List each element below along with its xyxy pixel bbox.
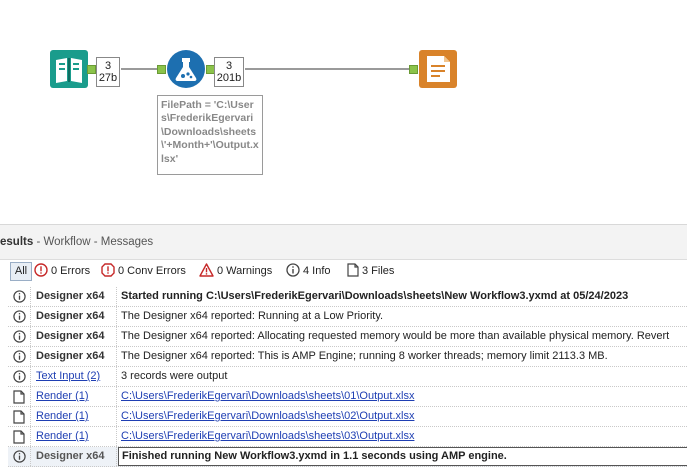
record-size: 27b: [98, 72, 118, 84]
filter-conv-errors-label: 0 Conv Errors: [118, 265, 186, 277]
filter-info-label: 4 Info: [303, 265, 331, 277]
message-tool-link[interactable]: Render (1): [31, 427, 117, 446]
file-icon: [13, 389, 25, 404]
flask-icon: [167, 50, 205, 88]
connection-line-2[interactable]: [245, 68, 409, 70]
table-row[interactable]: Render (1) C:\Users\FrederikEgervari\Dow…: [8, 407, 687, 427]
connection-line-1[interactable]: [121, 68, 157, 70]
filter-conv-errors-button[interactable]: 0 Conv Errors: [101, 263, 186, 280]
file-icon: [13, 409, 25, 424]
info-icon: [12, 290, 26, 303]
message-tool: Designer x64: [31, 327, 117, 346]
filter-files-button[interactable]: 3 Files: [347, 263, 394, 280]
table-row[interactable]: Designer x64 Finished running New Workfl…: [8, 447, 687, 467]
filter-all-button[interactable]: All: [10, 262, 32, 281]
input-anchor[interactable]: [157, 65, 166, 74]
table-row[interactable]: Text Input (2) 3 records were output: [8, 367, 687, 387]
results-title: esults - Workflow - Messages: [0, 236, 153, 248]
workflow-canvas[interactable]: 3 27b 3 201b FilePath = 'C:\Users\Freder…: [0, 0, 687, 224]
message-tool: Designer x64: [31, 347, 117, 366]
input-anchor[interactable]: [409, 65, 418, 74]
results-panel: esults - Workflow - Messages All 0 Error…: [0, 224, 687, 467]
messages-table: Designer x64 Started running C:\Users\Fr…: [8, 287, 687, 467]
record-size: 201b: [216, 72, 242, 84]
info-icon: [12, 310, 26, 323]
info-icon: [286, 263, 300, 277]
message-tool: Designer x64: [31, 307, 117, 326]
record-count-label-1: 3 27b: [96, 57, 120, 87]
filter-files-label: 3 Files: [362, 265, 395, 277]
table-row[interactable]: Designer x64 Started running C:\Users\Fr…: [8, 287, 687, 307]
results-title-prefix: esults: [0, 236, 34, 248]
message-tool: Designer x64: [31, 447, 117, 466]
filter-warnings-button[interactable]: 0 Warnings: [199, 263, 272, 280]
message-text: The Designer x64 reported: This is AMP E…: [121, 350, 608, 362]
table-row[interactable]: Render (1) C:\Users\FrederikEgervari\Dow…: [8, 387, 687, 407]
warning-icon: [199, 263, 214, 277]
table-row[interactable]: Designer x64 The Designer x64 reported: …: [8, 347, 687, 367]
file-icon: [13, 429, 25, 444]
text-input-tool[interactable]: [50, 50, 88, 88]
error-icon: [34, 263, 48, 277]
formula-annotation: FilePath = 'C:\Users\FrederikEgervari\Do…: [157, 95, 263, 175]
book-icon: [50, 50, 88, 88]
info-icon: [12, 450, 26, 463]
info-icon: [12, 350, 26, 363]
render-tool[interactable]: [419, 50, 457, 88]
message-text: 3 records were output: [121, 370, 228, 382]
table-row[interactable]: Designer x64 The Designer x64 reported: …: [8, 307, 687, 327]
record-count-label-2: 3 201b: [214, 57, 244, 87]
info-icon: [12, 330, 26, 343]
message-tool-link[interactable]: Text Input (2): [31, 367, 117, 386]
results-header: esults - Workflow - Messages: [0, 225, 687, 260]
message-text: Started running C:\Users\FrederikEgervar…: [121, 290, 629, 302]
filter-errors-label: 0 Errors: [51, 265, 91, 277]
output-anchor[interactable]: [87, 65, 96, 74]
filter-info-button[interactable]: 4 Info: [286, 263, 331, 280]
results-title-rest: - Workflow - Messages: [33, 236, 154, 248]
message-text: The Designer x64 reported: Allocating re…: [121, 330, 670, 342]
message-filter-bar: All 0 Errors 0 Conv Errors 0 Warnings: [0, 260, 687, 283]
output-file-link[interactable]: C:\Users\FrederikEgervari\Downloads\shee…: [121, 410, 415, 422]
message-text: The Designer x64 reported: Running at a …: [121, 310, 384, 322]
message-text: Finished running New Workflow3.yxmd in 1…: [118, 447, 687, 466]
message-tool-link[interactable]: Render (1): [31, 407, 117, 426]
filter-warnings-label: 0 Warnings: [217, 265, 273, 277]
info-icon: [12, 370, 26, 383]
conv-error-icon: [101, 263, 115, 277]
output-file-link[interactable]: C:\Users\FrederikEgervari\Downloads\shee…: [121, 430, 415, 442]
record-count: 3: [104, 60, 112, 72]
message-tool: Designer x64: [31, 287, 117, 306]
record-count: 3: [225, 60, 233, 72]
message-tool-link[interactable]: Render (1): [31, 387, 117, 406]
table-row[interactable]: Designer x64 The Designer x64 reported: …: [8, 327, 687, 347]
report-icon: [419, 50, 457, 88]
file-icon: [347, 263, 359, 277]
output-file-link[interactable]: C:\Users\FrederikEgervari\Downloads\shee…: [121, 390, 415, 402]
filter-errors-button[interactable]: 0 Errors: [34, 263, 90, 280]
table-row[interactable]: Render (1) C:\Users\FrederikEgervari\Dow…: [8, 427, 687, 447]
formula-tool[interactable]: [167, 50, 205, 88]
